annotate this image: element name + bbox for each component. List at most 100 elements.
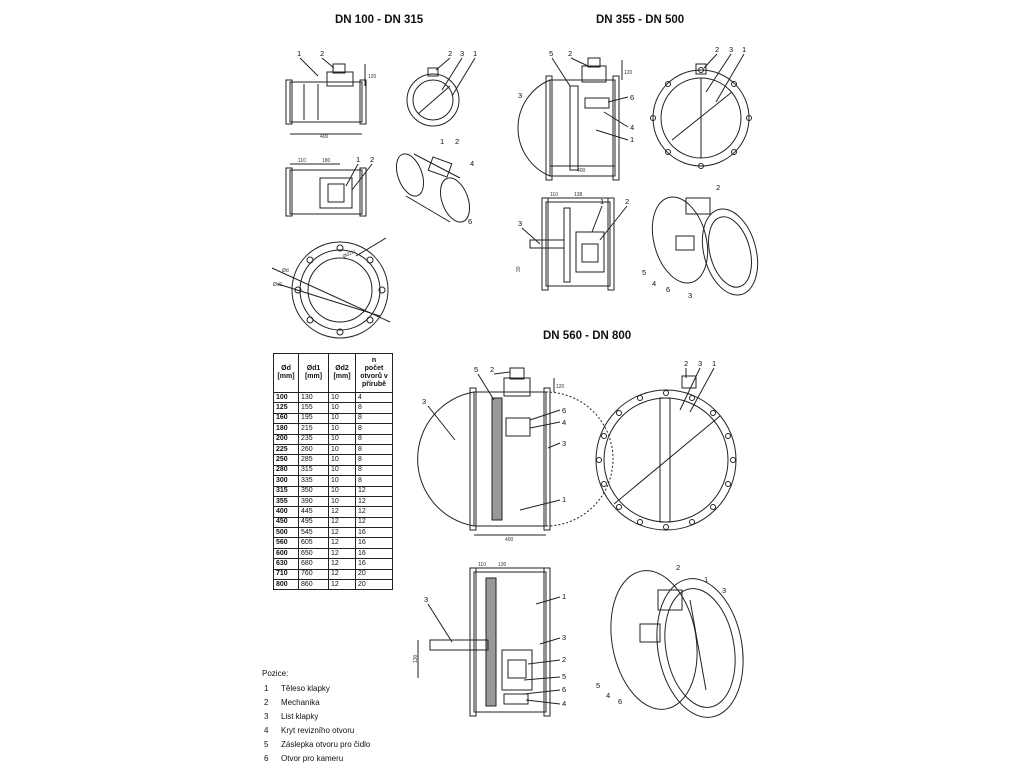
medium-front-view: 2 3 1 (650, 45, 752, 169)
table-cell: 155 (298, 402, 329, 414)
table-cell: 20 (355, 579, 393, 591)
legend-item-text: Kryt revizního otvoru (281, 725, 355, 735)
header-od: Ød[mm] (273, 353, 299, 393)
table-cell: 315 (273, 485, 299, 497)
table-cell: 200 (273, 433, 299, 445)
table-cell: 12 (328, 506, 356, 518)
table-cell: 680 (298, 558, 329, 570)
table-cell: 600 (273, 547, 299, 560)
svg-text:2: 2 (490, 365, 494, 374)
medium-side-view: 120 400 5 2 3 6 4 1 (517, 49, 634, 181)
svg-text:1: 1 (742, 45, 746, 54)
table-cell: 495 (298, 516, 329, 529)
large-isometric: 2 1 3 5 4 6 (596, 563, 744, 718)
table-cell: 350 (298, 485, 329, 497)
table-cell: 445 (298, 506, 329, 518)
large-front-view: 2 3 1 (595, 359, 737, 531)
dim-110-large: 110 (478, 562, 486, 568)
svg-text:1: 1 (712, 359, 716, 368)
large-top-view: 110 130 130 3 1 3 2 5 6 4 (413, 562, 566, 717)
svg-text:2: 2 (568, 49, 572, 58)
dim-30-medium: 30 (516, 266, 522, 272)
dim-od2-flange: Ød2/n (342, 249, 357, 260)
svg-text:1: 1 (473, 49, 477, 58)
svg-text:4: 4 (606, 691, 610, 700)
table-cell: 16 (355, 537, 393, 549)
table-cell: 450 (273, 516, 299, 529)
legend-item-text: Otvor pro kameru (281, 753, 344, 763)
table-cell: 560 (273, 537, 299, 549)
table-cell: 12 (328, 527, 356, 539)
svg-text:2: 2 (676, 563, 680, 572)
dim-od-flange: Ød (282, 268, 289, 274)
svg-text:4: 4 (562, 418, 566, 427)
table-cell: 20 (355, 568, 393, 581)
small-flange-view: Ød Ød1 Ød2/n (271, 237, 391, 339)
table-cell: 545 (298, 527, 329, 539)
table-cell: 10 (328, 485, 356, 497)
svg-text:1: 1 (440, 137, 444, 146)
table-cell: 390 (298, 495, 329, 508)
svg-text:2: 2 (320, 49, 324, 58)
table-cell: 10 (328, 391, 356, 404)
table-cell: 8 (355, 464, 393, 477)
table-cell: 160 (273, 412, 299, 425)
table-cell: 10 (328, 412, 356, 425)
table-cell: 300 (273, 475, 299, 487)
table-cell: 335 (298, 475, 329, 487)
small-front-view: 2 3 1 (406, 49, 477, 127)
dim-180-small: 180 (322, 158, 331, 164)
table-cell: 215 (298, 423, 329, 435)
table-cell: 10 (328, 464, 356, 477)
dim-110-medium: 110 (550, 192, 558, 198)
medium-isometric: 2 5 4 6 3 (642, 183, 759, 300)
table-cell: 605 (298, 537, 329, 549)
table-cell: 12 (328, 558, 356, 570)
svg-text:1: 1 (297, 49, 301, 58)
title-small-range: DN 100 - DN 315 (335, 14, 424, 26)
svg-text:1: 1 (704, 575, 708, 584)
dim-138-medium: 138 (574, 192, 583, 198)
svg-text:2: 2 (370, 155, 374, 164)
table-cell: 8 (355, 433, 393, 445)
svg-text:2: 2 (562, 655, 566, 664)
table-cell: 800 (273, 579, 299, 591)
table-cell: 12 (355, 506, 393, 518)
svg-text:3: 3 (688, 291, 692, 300)
table-cell: 250 (273, 454, 299, 466)
table-cell: 630 (273, 558, 299, 570)
svg-text:1: 1 (562, 592, 566, 601)
table-cell: 125 (273, 402, 299, 414)
table-cell: 130 (298, 391, 329, 404)
dim-130-large: 130 (498, 562, 507, 568)
svg-text:6: 6 (468, 217, 472, 226)
dim-130-large-shaft: 130 (413, 654, 419, 663)
table-cell: 12 (328, 579, 356, 591)
legend-item-number: 1 (264, 683, 269, 693)
dim-120-small: 120 (368, 74, 377, 80)
legend-item-number: 3 (264, 711, 269, 721)
medium-top-view: 110 138 30 3 1 2 (516, 192, 629, 291)
table-cell: 400 (273, 506, 299, 518)
svg-text:4: 4 (630, 123, 634, 132)
table-cell: 355 (273, 495, 299, 508)
table-cell: 10 (328, 454, 356, 466)
table-cell: 16 (355, 547, 393, 560)
svg-text:6: 6 (666, 285, 670, 294)
legend-item-number: 6 (264, 753, 269, 763)
dim-120-medium: 120 (624, 70, 633, 76)
table-cell: 710 (273, 568, 299, 581)
